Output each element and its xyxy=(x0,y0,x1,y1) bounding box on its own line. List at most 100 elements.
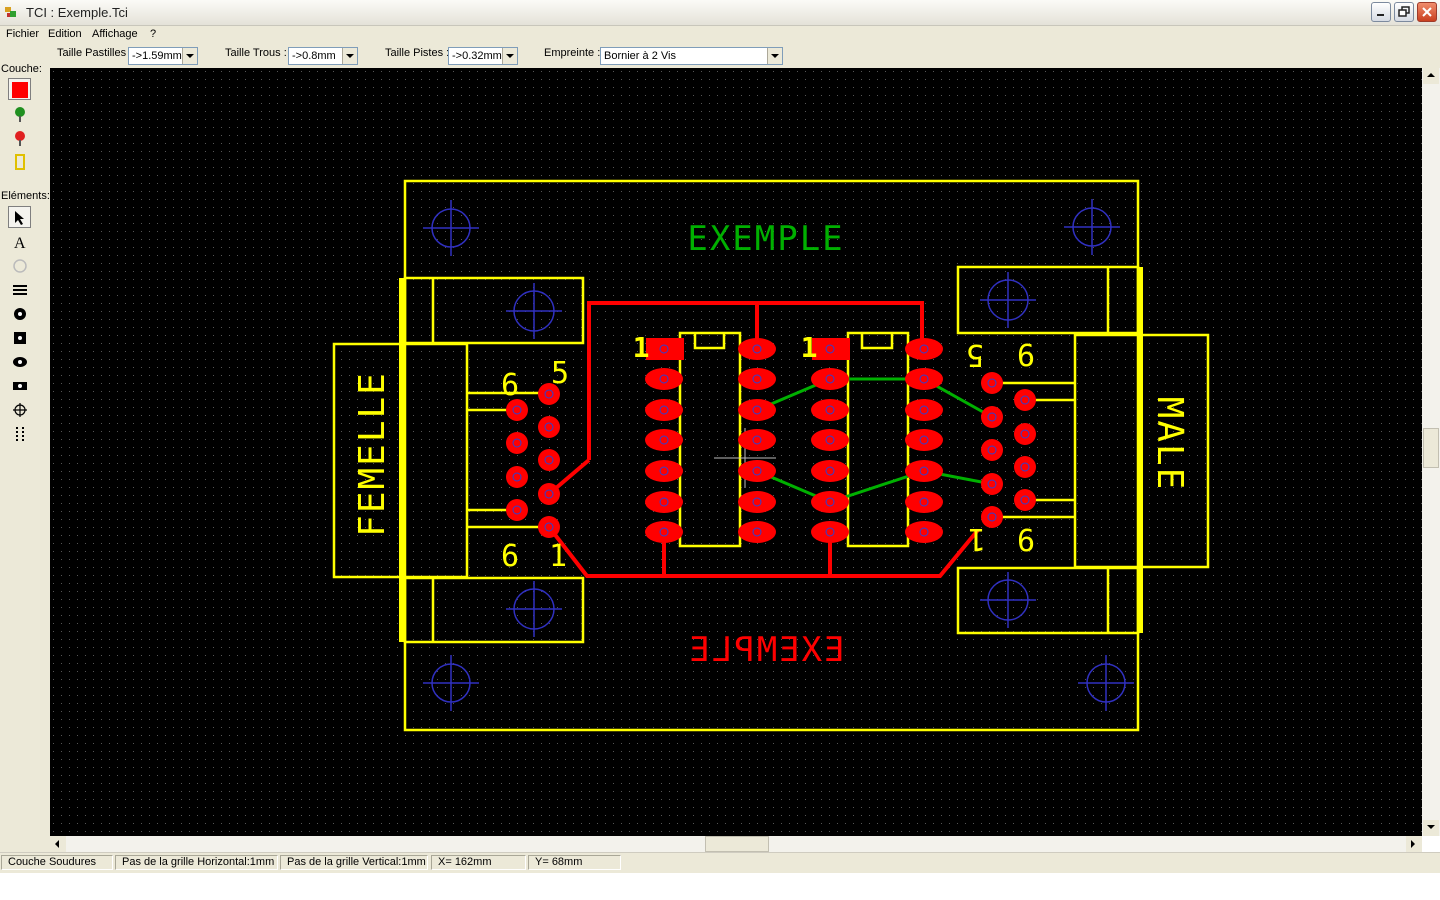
toolbar: Taille Pastilles : ->1.59mm Taille Trous… xyxy=(0,44,1440,68)
pcb-canvas[interactable]: EXEMPLE EXEMPLE FEMELLE MALE 1 1 9 5 6 1… xyxy=(50,68,1422,836)
top-title-text: EXEMPLE xyxy=(687,219,844,259)
scroll-down-button[interactable] xyxy=(1423,820,1439,836)
layer-copper-button[interactable] xyxy=(8,78,31,100)
mount-hole xyxy=(506,581,562,637)
pointer-icon xyxy=(15,211,24,225)
menu-edition[interactable]: Edition xyxy=(48,28,82,40)
menu-fichier[interactable]: Fichier xyxy=(6,28,40,40)
trous-label: Taille Trous : xyxy=(225,47,287,59)
scroll-up-button[interactable] xyxy=(1423,68,1439,84)
pastilles-value: ->1.59mm xyxy=(132,50,182,62)
yellow-component-icon xyxy=(15,154,25,170)
dropdown-arrow[interactable] xyxy=(502,48,517,64)
dropdown-arrow[interactable] xyxy=(182,48,197,64)
couche-label: Couche: xyxy=(1,63,42,75)
tool-dotted[interactable] xyxy=(8,422,31,444)
pastilles-select[interactable]: ->1.59mm xyxy=(128,47,198,65)
femelle-text: FEMELLE xyxy=(352,371,393,537)
left-panel: Couche: Eléments: A xyxy=(0,63,50,852)
layer-green-button[interactable] xyxy=(8,102,31,124)
tool-square-pad[interactable] xyxy=(8,326,31,348)
ic1-notch xyxy=(693,333,726,350)
male-pin6-label: 6 xyxy=(1017,339,1035,374)
mount-hole xyxy=(506,283,562,339)
green-trace xyxy=(756,377,993,419)
layer-red-button[interactable] xyxy=(8,126,31,148)
close-icon xyxy=(1422,7,1432,17)
mount-hole xyxy=(1064,199,1120,255)
restore-button[interactable] xyxy=(1394,2,1414,22)
status-bar: Couche Soudures Pas de la grille Horizon… xyxy=(0,852,1440,873)
dropdown-arrow[interactable] xyxy=(767,48,782,64)
pistes-select[interactable]: ->0.32mm xyxy=(448,47,518,65)
trous-select[interactable]: ->0.8mm xyxy=(288,47,358,65)
grid-dots xyxy=(50,68,1422,836)
mount-hole xyxy=(423,655,479,711)
tool-oval-pad[interactable] xyxy=(8,350,31,372)
horizontal-scroll-thumb[interactable] xyxy=(705,836,769,852)
dropdown-arrow[interactable] xyxy=(342,48,357,64)
mount-hole xyxy=(980,572,1036,628)
tool-select[interactable] xyxy=(8,206,31,228)
pistes-value: ->0.32mm xyxy=(452,50,502,62)
minimize-icon xyxy=(1377,14,1384,16)
empreinte-value: Bornier à 2 Vis xyxy=(604,50,676,62)
mount-hole xyxy=(423,200,479,256)
trous-value: ->0.8mm xyxy=(292,50,336,62)
oval-pad-icon xyxy=(13,357,27,367)
scroll-right-button[interactable] xyxy=(1406,836,1422,852)
top-copper-traces xyxy=(756,377,993,504)
chevron-down-icon xyxy=(506,54,514,58)
green-pin-icon xyxy=(15,107,25,122)
arrow-up-icon xyxy=(1427,73,1435,77)
pistes-label: Taille Pistes : xyxy=(385,47,450,59)
chevron-down-icon xyxy=(346,54,354,58)
ic2-pin1-label: 1 xyxy=(801,331,818,364)
pastilles-label: Taille Pastilles : xyxy=(57,47,133,59)
vertical-scrollbar[interactable] xyxy=(1422,68,1440,836)
green-trace xyxy=(756,469,993,504)
menu-bar: Fichier Edition Affichage ? xyxy=(0,26,1440,44)
circle-outline-icon xyxy=(13,259,27,273)
tool-mount-hole[interactable] xyxy=(8,398,31,420)
board-texts: EXEMPLE EXEMPLE FEMELLE MALE 1 1 9 5 6 1… xyxy=(352,219,1190,670)
ic1-pin1-label: 1 xyxy=(633,331,650,364)
ic2-outline xyxy=(846,331,910,548)
male-pin5-label: 5 xyxy=(966,337,984,372)
status-grid-horizontal: Pas de la grille Horizontal:1mm xyxy=(115,855,278,870)
red-layer-swatch-icon xyxy=(12,82,28,98)
crosshair-icon xyxy=(13,403,27,417)
board: EXEMPLE EXEMPLE FEMELLE MALE 1 1 9 5 6 1… xyxy=(332,179,1210,732)
femelle-pin6-label: 6 xyxy=(501,539,519,574)
window-title: TCI : Exemple.Tci xyxy=(26,5,128,20)
dotted-line-icon xyxy=(16,427,24,441)
horizontal-scrollbar[interactable] xyxy=(50,836,1422,852)
tool-circle[interactable] xyxy=(8,254,31,276)
round-pad-icon xyxy=(14,308,26,320)
minimize-button[interactable] xyxy=(1371,2,1391,22)
empreinte-select[interactable]: Bornier à 2 Vis xyxy=(600,47,783,65)
arrow-left-icon xyxy=(55,840,59,848)
menu-help[interactable]: ? xyxy=(150,28,157,40)
mount-hole xyxy=(980,272,1036,328)
male-pin9-label: 9 xyxy=(1017,521,1035,556)
male-text: MALE xyxy=(1149,397,1190,492)
close-button[interactable] xyxy=(1417,2,1437,22)
bottom-title-mirrored-text: EXEMPLE xyxy=(687,630,844,670)
tool-rect-pad[interactable] xyxy=(8,374,31,396)
layer-silk-button[interactable] xyxy=(8,150,31,172)
scroll-left-button[interactable] xyxy=(50,836,66,852)
tool-text[interactable]: A xyxy=(8,230,31,252)
vertical-scroll-thumb[interactable] xyxy=(1423,428,1439,468)
arrow-right-icon xyxy=(1411,840,1415,848)
status-layer: Couche Soudures xyxy=(1,855,113,870)
arrow-down-icon xyxy=(1427,825,1435,829)
mounting-holes xyxy=(423,199,1134,711)
tool-bus[interactable] xyxy=(8,278,31,300)
femelle-pin9-label: 9 xyxy=(501,365,519,400)
menu-affichage[interactable]: Affichage xyxy=(92,28,138,40)
status-y-coordinate: Y= 68mm xyxy=(528,855,621,870)
rect-pad-icon xyxy=(13,382,27,390)
femelle-pin1-label: 1 xyxy=(549,539,567,574)
tool-round-pad[interactable] xyxy=(8,302,31,324)
